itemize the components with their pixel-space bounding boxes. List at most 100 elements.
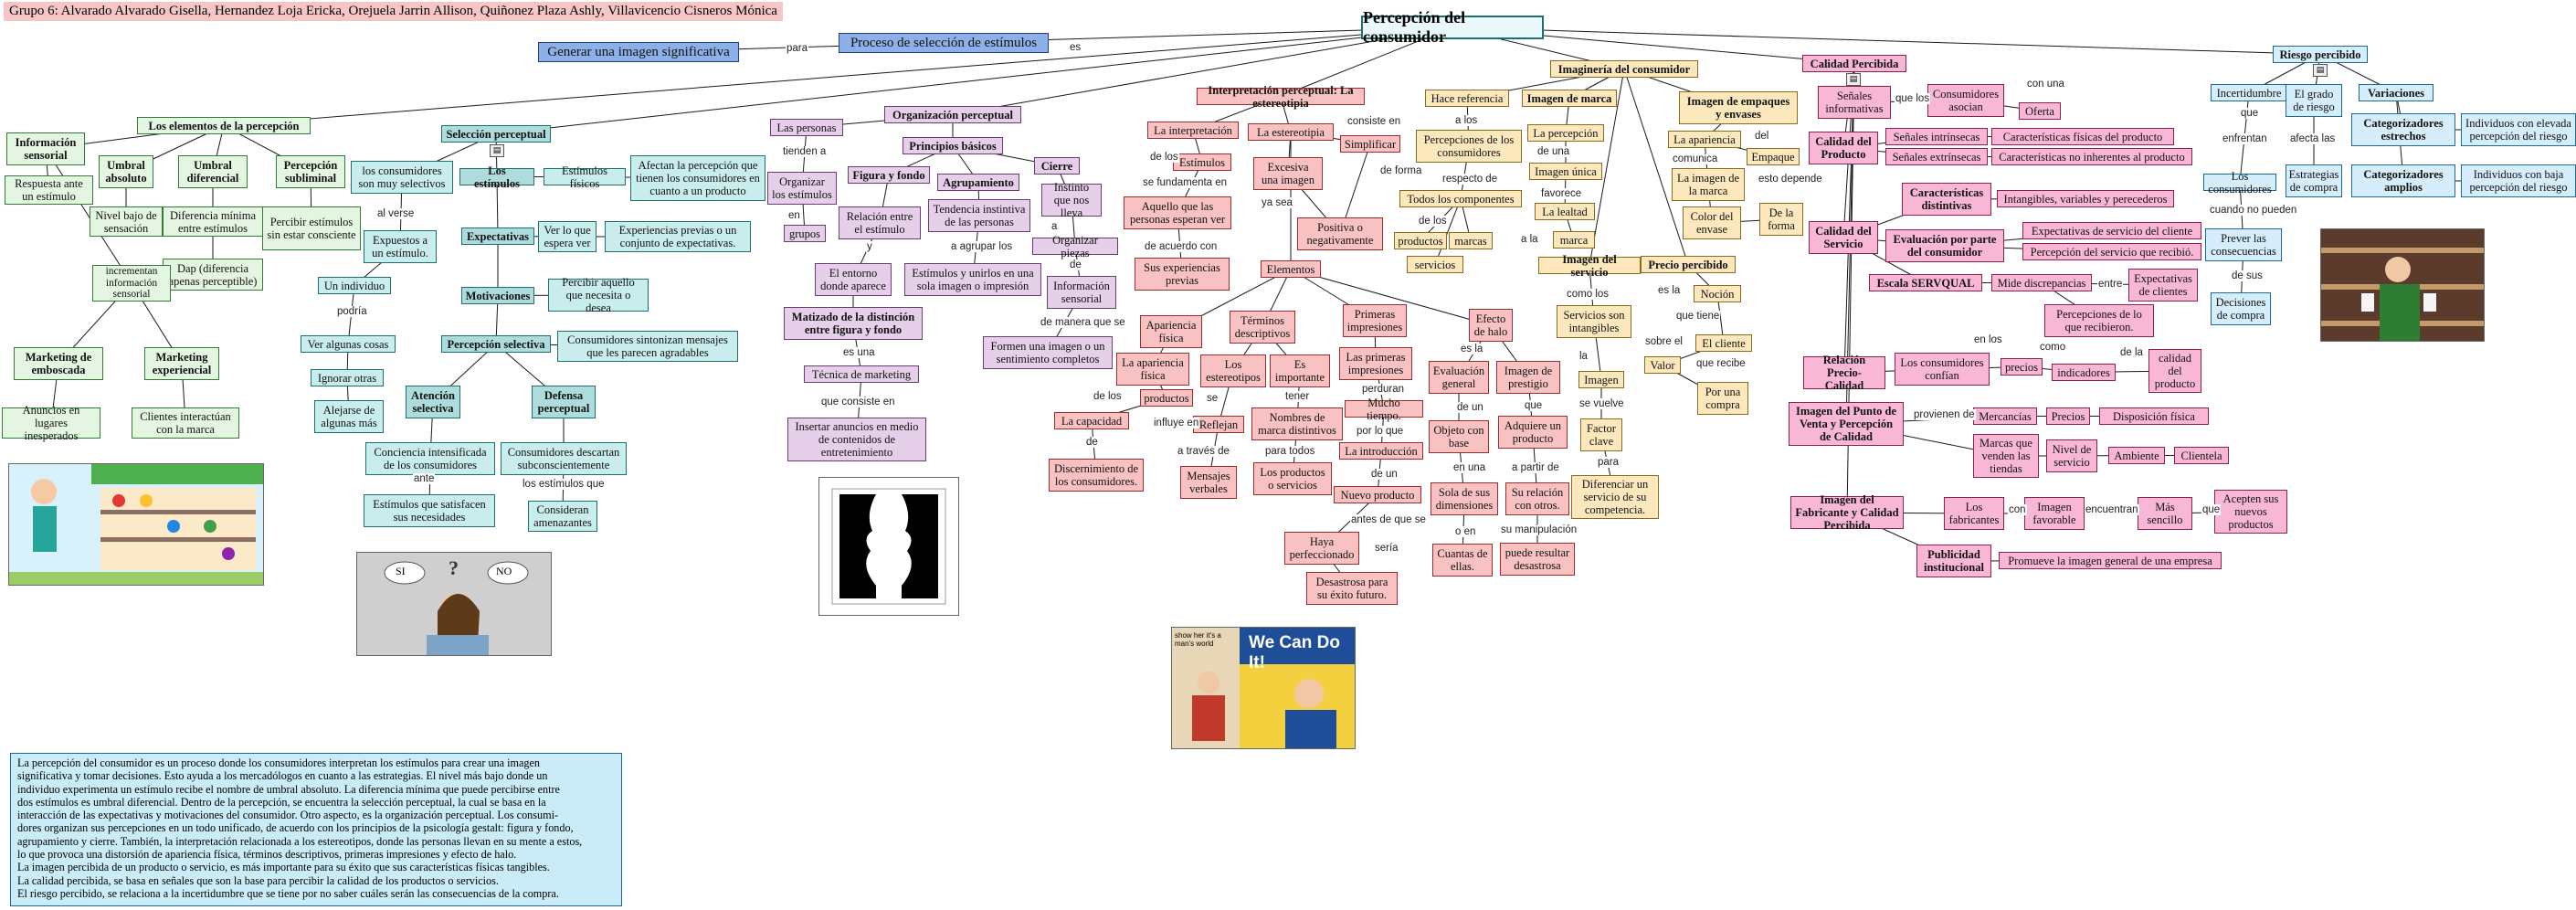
perceived-price-node[interactable]: Precio percibido bbox=[1641, 256, 1736, 273]
refers-node[interactable]: Hace referencia bbox=[1425, 90, 1509, 107]
products-services-red-node[interactable]: Los productos o servicios bbox=[1253, 462, 1332, 495]
favorable-image-node[interactable]: Imagen favorable bbox=[2024, 497, 2085, 530]
service-image-node[interactable]: Imagen del servicio bbox=[1538, 253, 1641, 279]
unconscious-perception-node[interactable]: Percibir estímulos sin estar consciente bbox=[262, 206, 361, 250]
figure-ground-node[interactable]: Figura y fondo bbox=[848, 166, 930, 184]
differential-threshold-node[interactable]: Umbral diferencial bbox=[178, 155, 248, 188]
brand-image-node[interactable]: Imagen de marca bbox=[1522, 90, 1617, 107]
shaded-distinction-node[interactable]: Matizado de la distinción entre figura y… bbox=[784, 307, 923, 340]
people-node[interactable]: Las personas bbox=[770, 119, 843, 136]
unify-stimuli-node[interactable]: Estímulos y unirlos en una sola imagen o… bbox=[904, 263, 1041, 296]
subliminal-node[interactable]: Percepción subliminal bbox=[276, 155, 345, 188]
absolute-threshold-node[interactable]: Umbral absoluto bbox=[99, 155, 153, 188]
all-components-node[interactable]: Todos los componentes bbox=[1399, 190, 1522, 207]
expectations-node[interactable]: Expectativas bbox=[461, 228, 534, 245]
high-risk-node[interactable]: Individuos con elevada percepción del ri… bbox=[2461, 113, 2576, 146]
relation-others-node[interactable]: Su relación con otros. bbox=[1505, 482, 1569, 515]
purchase-node[interactable]: Por una compra bbox=[1697, 382, 1748, 415]
foresee-node[interactable]: Prever las consecuencias bbox=[2205, 228, 2282, 261]
perceived-risk-node[interactable]: Riesgo percibido bbox=[2273, 46, 2368, 63]
important-node[interactable]: Es importante bbox=[1270, 354, 1330, 387]
disastrous-result-node[interactable]: puede resultar desastrosa bbox=[1500, 543, 1575, 576]
positive-negative-node[interactable]: Positiva o negativamente bbox=[1297, 217, 1383, 250]
elements-red-node[interactable]: Elementos bbox=[1261, 260, 1321, 278]
shape-node[interactable]: De la forma bbox=[1759, 203, 1803, 236]
excessive-node[interactable]: Excesiva una imagen bbox=[1253, 157, 1323, 190]
service-perception-node[interactable]: Percepción del servicio que recibió. bbox=[2022, 243, 2201, 260]
sensory-info-node[interactable]: Información sensorial bbox=[6, 132, 85, 165]
motivations-node[interactable]: Motivaciones bbox=[461, 287, 534, 304]
see-some-node[interactable]: Ver algunas cosas bbox=[301, 335, 396, 353]
perceptual-defense-node[interactable]: Defensa perceptual bbox=[532, 386, 596, 418]
affect-perception-node[interactable]: Afectan la percepción que tienen los con… bbox=[630, 155, 765, 201]
physical-features-node[interactable]: Características físicas del producto bbox=[1991, 128, 2174, 145]
consumer-evaluation-node[interactable]: Evaluación por parte del consumidor bbox=[1885, 229, 2004, 262]
services-node[interactable]: servicios bbox=[1407, 256, 1463, 273]
halo-effect-node[interactable]: Efecto de halo bbox=[1469, 309, 1513, 342]
stimuli-node[interactable]: Los estímulos bbox=[459, 164, 534, 190]
product-quality2-node[interactable]: calidad del producto bbox=[2148, 349, 2201, 393]
expect-see-node[interactable]: Aquello que las personas esperan ver bbox=[1124, 196, 1231, 229]
need-desire-node[interactable]: Percibir aquello que necesita o desea bbox=[548, 276, 649, 314]
insert-ads-node[interactable]: Insertar anuncios en medio de contenidos… bbox=[787, 418, 926, 461]
instinct-tendency-node[interactable]: Tendencia instintiva de las personas bbox=[928, 199, 1030, 232]
response-node[interactable]: Respuesta ante un estímulo bbox=[5, 175, 93, 205]
tune-messages-node[interactable]: Consumidores sintonizan mensajes que les… bbox=[557, 331, 738, 362]
selective-attention-node[interactable]: Atención selectiva bbox=[406, 386, 460, 418]
satisfying-stimuli-node[interactable]: Estímulos que satisfacen sus necesidades bbox=[364, 494, 495, 527]
stereotypes-node[interactable]: Los estereotipos bbox=[1200, 354, 1266, 387]
narrow-categorizers-node[interactable]: Categorizadores estrechos bbox=[2351, 113, 2455, 146]
ads-node[interactable]: Anuncios en lugares inesperados bbox=[2, 404, 100, 442]
disastrous-node[interactable]: Desastrosa para su éxito futuro. bbox=[1306, 572, 1398, 605]
easier-node[interactable]: Más sencillo bbox=[2138, 497, 2192, 530]
heightened-awareness-node[interactable]: Conciencia intensificada de los consumid… bbox=[365, 442, 495, 475]
prices2-node[interactable]: Precios bbox=[2046, 407, 2090, 425]
variations-node[interactable]: Variaciones bbox=[2359, 84, 2433, 101]
store-image-node[interactable]: Imagen del Punto de Venta y Percepción d… bbox=[1789, 402, 1904, 446]
how-many-node[interactable]: Cuantas de ellas. bbox=[1432, 544, 1493, 577]
closure-node[interactable]: Cierre bbox=[1034, 157, 1080, 175]
distinctive-features-node[interactable]: Características distintivas bbox=[1902, 183, 1991, 216]
consumers-trust-node[interactable]: Los consumidores confían bbox=[1895, 353, 1990, 386]
stereotyping-node[interactable]: La estereotipia bbox=[1248, 123, 1334, 141]
introduction-node[interactable]: La introducción bbox=[1339, 442, 1423, 460]
descriptive-terms-node[interactable]: Términos descriptivos bbox=[1230, 311, 1295, 344]
package-color-node[interactable]: Color del envase bbox=[1683, 206, 1741, 239]
the-interpretation-node[interactable]: La interpretación bbox=[1147, 122, 1239, 139]
brand-image-y-node[interactable]: La imagen de la marca bbox=[1672, 168, 1745, 201]
package-node[interactable]: Empaque bbox=[1747, 148, 1800, 165]
intrinsic-signals-node[interactable]: Señales intrínsecas bbox=[1885, 128, 1988, 145]
the-first-impressions-node[interactable]: Las primeras impresiones bbox=[1339, 347, 1412, 380]
avoid-node[interactable]: Alejarse de algunas más bbox=[314, 400, 384, 433]
jnd-node[interactable]: Dap (diferencia apenas perceptible) bbox=[163, 259, 263, 291]
perceptions-node[interactable]: Percepciones de los consumidores bbox=[1416, 130, 1522, 163]
prices-node[interactable]: precios bbox=[2001, 358, 2043, 376]
low-risk-node[interactable]: Individuos con baja percepción del riesg… bbox=[2461, 164, 2576, 197]
general-evaluation-node[interactable]: Evaluación general bbox=[1429, 361, 1489, 394]
clients-interact-node[interactable]: Clientes interactúan con la marca bbox=[132, 407, 239, 439]
manufacturer-image-node[interactable]: Imagen del Fabricante y Calidad Percibid… bbox=[1790, 493, 1904, 532]
simplify-node[interactable]: Simplificar bbox=[1340, 135, 1400, 153]
purchase-decisions-node[interactable]: Decisiones de compra bbox=[2211, 292, 2271, 325]
price-quality-node[interactable]: Relación Precio-Calidad bbox=[1803, 354, 1885, 392]
key-factor-node[interactable]: Factor clave bbox=[1580, 418, 1622, 451]
generate-image-node[interactable]: Generar una imagen significativa bbox=[538, 42, 739, 62]
instinct-node[interactable]: Instinto que nos lleva bbox=[1041, 181, 1102, 219]
discernment-node[interactable]: Discernimiento de los consumidores. bbox=[1049, 459, 1144, 492]
capacity-node[interactable]: La capacidad bbox=[1054, 412, 1129, 429]
appearance-node[interactable]: La apariencia física bbox=[1116, 353, 1189, 386]
unique-image-node[interactable]: Imagen única bbox=[1529, 163, 1602, 180]
experiential-marketing-node[interactable]: Marketing experiencial bbox=[144, 347, 219, 380]
stimuli-red-node[interactable]: Estímulos bbox=[1173, 153, 1231, 171]
single-dimension-node[interactable]: Sola de sus dimensiones bbox=[1431, 482, 1498, 515]
client-node[interactable]: El cliente bbox=[1695, 334, 1752, 352]
image-yellow-node[interactable]: Imagen bbox=[1578, 371, 1624, 388]
see-expected-node[interactable]: Ver lo que espera ver bbox=[538, 221, 596, 252]
acquire-product-node[interactable]: Adquiere un producto bbox=[1498, 416, 1568, 449]
discrepancies-node[interactable]: Mide discrepancias bbox=[1991, 274, 2092, 291]
merchandise-node[interactable]: Mercancías bbox=[1973, 407, 2037, 425]
perceptual-selection-node[interactable]: Selección perceptual bbox=[441, 125, 551, 143]
environment-node[interactable]: El entorno donde aparece bbox=[815, 263, 892, 296]
selective-perception-node[interactable]: Percepción selectiva bbox=[441, 335, 551, 353]
ambience-node[interactable]: Ambiente bbox=[2108, 447, 2165, 464]
